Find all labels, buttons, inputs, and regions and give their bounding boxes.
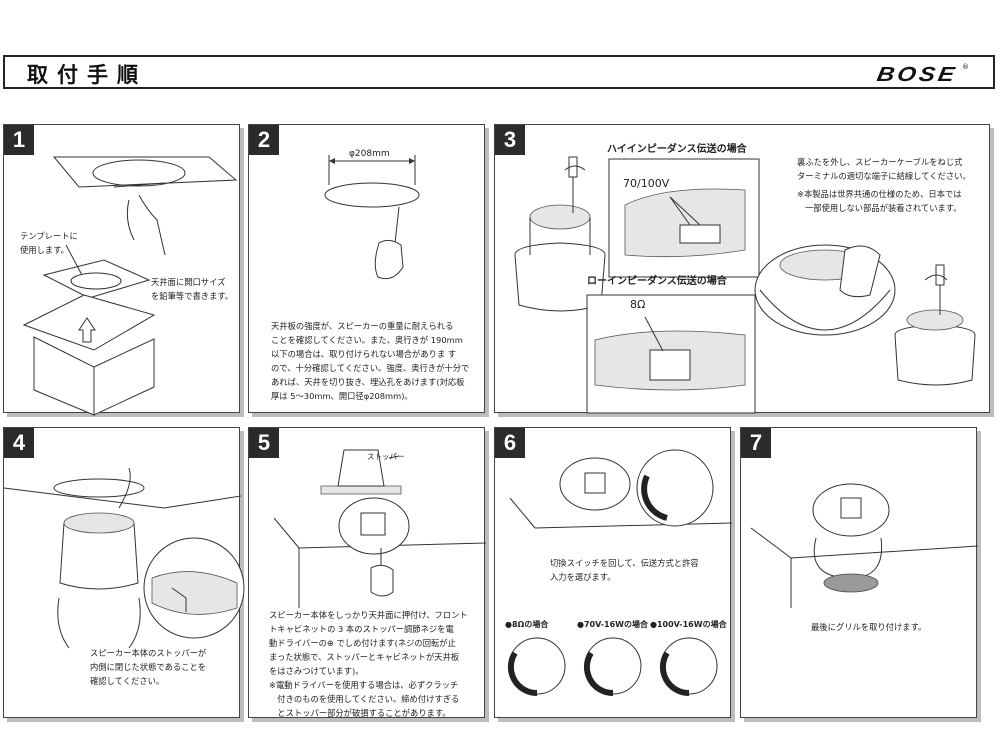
mode-70v-label: ●70V-16Wの場合	[577, 620, 648, 629]
registered-mark: ®	[962, 63, 969, 71]
step-3-panel: 3 ハイインピーダンス伝送の場合 70/100V ローインピーダンス伝送の場合 …	[494, 124, 990, 414]
header-bar: 取付手順 BOSE ®	[3, 55, 995, 89]
high-impedance-title: ハイインピーダンス伝送の場合	[607, 144, 747, 155]
step-number: 2	[249, 125, 279, 155]
attach-grille-illustration	[750, 483, 979, 608]
step-6-panel: 6 切換スイッチを回して、伝送方式と許容入力を選びます。 ●8Ωの場合 ●70V…	[494, 427, 733, 718]
step-number: 5	[249, 428, 279, 458]
step-5-text: スピーカー本体をしっかり天井面に押付け、フロントトキャビネットの 3 本のストッ…	[269, 610, 468, 718]
step-7-text: 最後にグリルを取り付けます。	[811, 622, 927, 632]
high-impedance-voltage-label: 70/100V	[623, 177, 670, 190]
step-3-text: 裏ふたを外し、スピーカーケーブルをねじ式ターミナルの適切な端子に結線してください…	[797, 157, 971, 181]
bose-logo: BOSE	[875, 63, 960, 87]
step-3-note: ※本製品は世界共通の仕様のため、日本では一部使用しない部品が装着されています。	[797, 189, 962, 213]
step-6-text: 切換スイッチを回して、伝送方式と許容入力を選びます。	[550, 558, 699, 582]
step-7-panel: 7 最後にグリルを取り付けます。	[740, 427, 979, 718]
step-number: 3	[495, 125, 525, 155]
page-title: 取付手順	[27, 63, 147, 87]
mode-100v-label: ●100V-16Wの場合	[650, 620, 727, 629]
step-4-text: スピーカー本体のストッパーが内側に閉じた状態であることを確認してください。	[90, 648, 207, 686]
step-5-panel: 5 ストッパー スピーカー本体をしっかり天井面に押付け、フロントトキャビネットの…	[248, 427, 487, 718]
low-impedance-ohm-label: 8Ω	[630, 298, 646, 311]
step-2-text: 天井板の強度が、スピーカーの重量に耐えられることを確認してください。また、奥行き…	[271, 321, 470, 401]
template-label: テンプレートに使用します。	[20, 231, 78, 255]
step-2-panel: 2 φ208mm 天井板の強度が、スピーカーの重量に耐えられることを確認してくだ…	[248, 124, 485, 413]
low-impedance-title: ローインピーダンス伝送の場合	[587, 276, 727, 287]
step-number: 1	[4, 125, 34, 155]
cut-hole-illustration	[324, 155, 420, 280]
wiring-illustration	[514, 156, 976, 414]
step-1-panel: 1 テンプレートに使用します。 天井面に開口サイズを鉛筆等で書きます。	[3, 124, 240, 416]
mode-8ohm-label: ●8Ωの場合	[505, 620, 549, 629]
stopper-check-illustration	[3, 467, 245, 649]
fasten-stopper-illustration	[273, 449, 487, 608]
stopper-label: ストッパー	[367, 452, 405, 461]
tap-switch-illustration	[507, 449, 733, 697]
step-4-panel: 4 スピーカー本体のストッパーが内側に閉じた状態であることを確認してください。	[3, 427, 245, 718]
dimension-label: φ208mm	[349, 149, 390, 159]
step-number: 7	[741, 428, 771, 458]
ceiling-template-illustration	[22, 156, 238, 416]
ceiling-label: 天井面に開口サイズを鉛筆等で書きます。	[151, 277, 234, 301]
step-number: 6	[495, 428, 525, 458]
step-number: 4	[4, 428, 34, 458]
